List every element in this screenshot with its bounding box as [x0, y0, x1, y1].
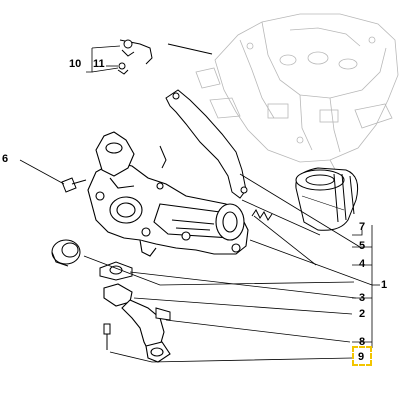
callout-10[interactable]: 10 — [69, 58, 82, 70]
callout-7[interactable]: 7 — [359, 221, 366, 233]
small-gasket — [99, 261, 133, 281]
bracket-leader-lines — [86, 43, 213, 73]
callout-8[interactable]: 8 — [359, 336, 366, 348]
engine-block-ghost — [195, 13, 399, 187]
oil-pump-gasket — [159, 89, 248, 199]
callout-3[interactable]: 3 — [359, 292, 366, 304]
callout-4[interactable]: 4 — [359, 258, 366, 270]
oil-pickup-strainer — [103, 283, 171, 363]
callout-9[interactable]: 9 — [358, 351, 365, 363]
bolt-6 — [61, 177, 87, 193]
oil-pump-body — [87, 131, 249, 257]
callout-6[interactable]: 6 — [2, 153, 9, 165]
leader-lines — [19, 159, 380, 363]
callout-5[interactable]: 5 — [359, 240, 366, 252]
bolt-9 — [103, 323, 111, 350]
relief-spring — [251, 209, 273, 221]
pickup-seal — [155, 307, 171, 321]
callout-2[interactable]: 2 — [359, 308, 366, 320]
oil-filter — [295, 167, 359, 231]
oil-seal — [51, 239, 81, 267]
callout-1[interactable]: 1 — [381, 279, 388, 291]
callout-11[interactable]: 11 — [93, 58, 105, 70]
sensor-bracket — [117, 39, 153, 75]
